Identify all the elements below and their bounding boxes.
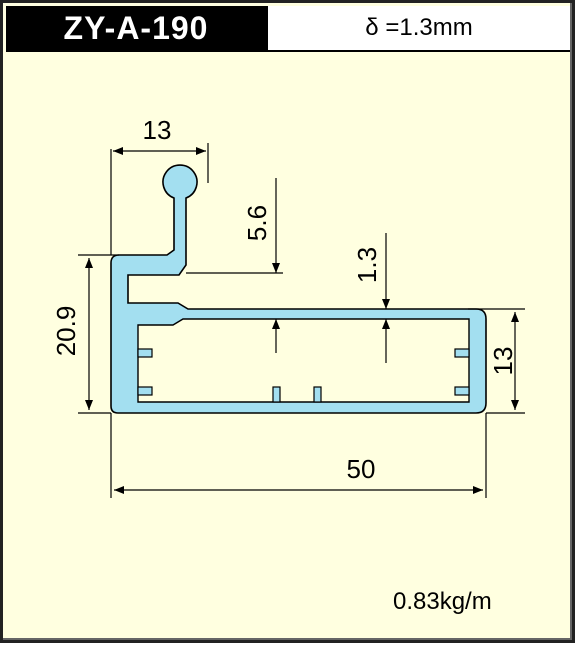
thickness-label: δ =1.3mm: [365, 14, 473, 41]
cavity-notches: [137, 348, 470, 403]
dim-total-height: 20.9: [51, 306, 81, 357]
dim-lip-height: 5.6: [242, 205, 272, 241]
dimension-lines: [78, 143, 525, 498]
header-bar: ZY-A-190 δ =1.3mm: [6, 6, 570, 52]
dimension-labels: 13 5.6 1.3 20.9 13 50: [51, 115, 518, 484]
dim-right-height: 13: [488, 347, 518, 376]
weight-label: 0.83kg/m: [393, 588, 492, 615]
profile-drawing: 13 5.6 1.3 20.9 13 50: [51, 115, 525, 498]
dim-top-width: 13: [143, 115, 172, 145]
dim-wall-thickness: 1.3: [352, 247, 382, 283]
dim-total-width: 50: [347, 454, 376, 484]
thickness-cell: δ =1.3mm: [266, 6, 570, 50]
profile-cavity: [137, 318, 470, 403]
model-title: ZY-A-190: [6, 6, 266, 50]
aluminium-profile: [110, 164, 487, 414]
